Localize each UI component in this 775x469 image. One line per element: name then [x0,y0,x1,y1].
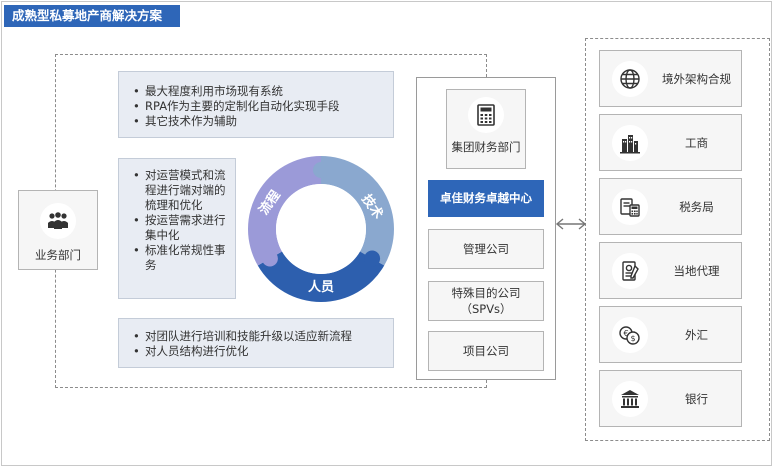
currency-icon: € $ [612,317,648,353]
calculator-icon [468,97,504,133]
ring-segment-people [257,251,385,303]
project-company-card: 项目公司 [428,331,544,371]
double-arrow-icon [555,218,587,230]
management-company-label: 管理公司 [463,242,509,256]
ring-segment-process [247,156,321,266]
entity-label: 银行 [685,392,708,406]
globe-icon [612,61,648,97]
bullet-item: 对运营模式和流程进行端对端的梳理和优化 [133,168,231,213]
tax-icon [612,189,648,225]
finance-excellence-center: 卓佳财务卓越中心 [428,180,544,217]
bullet-item: 标准化常规性事务 [133,243,231,273]
entity-label: 工商 [685,136,708,150]
bank-icon [612,381,648,417]
people-icon [40,203,76,239]
building-icon [612,125,648,161]
svg-text:$: $ [630,334,635,343]
entity-card: 工商 [599,114,742,171]
svg-text:€: € [623,329,628,338]
ring-joint [261,250,278,267]
ring-joint [313,162,329,178]
entity-card: € $ 外汇 [599,306,742,363]
entities-dashed-region [585,38,770,441]
bullet-item: 其它技术作为辅助 [133,114,387,129]
ring-segment-technology [321,156,395,266]
business-dept-label: 业务部门 [35,248,81,262]
bullet-item: 对人员结构进行优化 [133,344,387,359]
process-technology-people-ring: 流程 技术 人员 [247,156,395,303]
management-company-card: 管理公司 [428,229,544,269]
entity-label: 当地代理 [673,264,720,278]
spv-label-line1: 特殊目的公司 [451,286,521,300]
ring-joint [364,250,381,267]
entity-card: 税务局 [599,178,742,235]
spv-card: 特殊目的公司 （SPVs） [428,281,544,321]
people-bullets: 对团队进行培训和技能升级以适应新流程 对人员结构进行优化 [118,318,394,368]
project-company-label: 项目公司 [463,344,509,358]
finance-dept-card: 集团财务部门 [446,89,526,169]
entity-card: 银行 [599,370,742,427]
spv-label-line2: （SPVs） [460,302,512,316]
entity-label: 境外架构合规 [662,72,731,86]
finance-dept-label: 集团财务部门 [451,140,521,154]
page-title: 成熟型私募地产商解决方案 [4,5,180,27]
entity-card: 当地代理 [599,242,742,299]
technology-bullets: 最大程度利用市场现有系统 RPA作为主要的定制化自动化实现手段 其它技术作为辅助 [118,71,394,138]
bullet-item: 最大程度利用市场现有系统 [133,84,387,99]
bullet-item: 按运营需求进行集中化 [133,213,231,243]
ring-label-people: 人员 [308,279,334,295]
bullet-item: RPA作为主要的定制化自动化实现手段 [133,99,387,114]
business-dept-card: 业务部门 [18,190,98,270]
process-bullets: 对运营模式和流程进行端对端的梳理和优化 按运营需求进行集中化 标准化常规性事务 [118,158,236,299]
bullet-item: 对团队进行培训和技能升级以适应新流程 [133,329,387,344]
entity-label: 外汇 [685,328,708,342]
entity-label: 税务局 [679,200,714,214]
entity-card: 境外架构合规 [599,50,742,107]
document-icon [612,253,648,289]
